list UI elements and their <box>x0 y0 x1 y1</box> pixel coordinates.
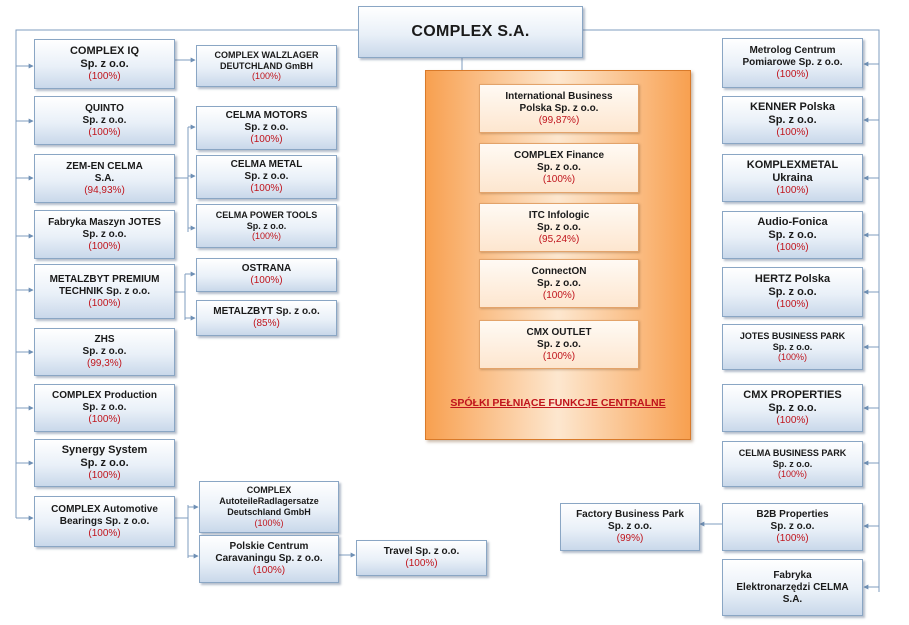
left-company-complex-automotive-bearings: COMPLEX Automotive Bearings Sp. z o.o. (… <box>34 496 175 547</box>
left-company-quinto: QUINTO Sp. z o.o. (100%) <box>34 96 175 145</box>
right-company-komplexmetal-ukraina: KOMPLEXMETAL Ukraina (100%) <box>722 154 863 202</box>
central-company-itc-infologic: ITC Infologic Sp. z o.o. (95,24%) <box>479 203 639 252</box>
right-company-fabryka-elektronarzedzi-celma: Fabryka Elektronarzędzi CELMA S.A. <box>722 559 863 616</box>
left-company-zhs: ZHS Sp. z o.o. (99,3%) <box>34 328 175 376</box>
left-company-complex-iq: COMPLEX IQ Sp. z o.o. (100%) <box>34 39 175 89</box>
root-company: COMPLEX S.A. <box>358 6 583 58</box>
sub-company-celma-power-tools: CELMA POWER TOOLS Sp. z o.o. (100%) <box>196 204 337 248</box>
central-company-international-business: International Business Polska Sp. z o.o.… <box>479 84 639 133</box>
left-company-zem-en-celma: ZEM-EN CELMA S.A. (94,93%) <box>34 154 175 203</box>
left-company-synergy-system: Synergy System Sp. z o.o. (100%) <box>34 439 175 487</box>
central-company-connecton: ConnectON Sp. z o.o. (100%) <box>479 259 639 308</box>
sub-company-polskie-centrum-caravaningu: Polskie Centrum Caravaningu Sp. z o.o. (… <box>199 535 339 583</box>
right-company-cmx-properties: CMX PROPERTIES Sp. z o.o. (100%) <box>722 384 863 432</box>
right-company-jotes-business-park: JOTES BUSINESS PARK Sp. z o.o. (100%) <box>722 324 863 370</box>
right-company-celma-business-park: CELMA BUSINESS PARK Sp. z o.o. (100%) <box>722 441 863 487</box>
central-company-complex-finance: COMPLEX Finance Sp. z o.o. (100%) <box>479 143 639 193</box>
left-company-fabryka-maszyn-jotes: Fabryka Maszyn JOTES Sp. z o.o. (100%) <box>34 210 175 259</box>
root-company-name: COMPLEX S.A. <box>411 23 530 41</box>
sub-company-celma-metal: CELMA METAL Sp. z o.o. (100%) <box>196 155 337 199</box>
left-company-complex-production: COMPLEX Production Sp. z o.o. (100%) <box>34 384 175 432</box>
sub-company-travel: Travel Sp. z o.o. (100%) <box>356 540 487 576</box>
right-company-b2b-properties: B2B Properties Sp. z o.o. (100%) <box>722 503 863 551</box>
sub-company-factory-business-park: Factory Business Park Sp. z o.o. (99%) <box>560 503 700 551</box>
right-company-hertz-polska: HERTZ Polska Sp. z o.o. (100%) <box>722 267 863 317</box>
central-functions-label: SPÓŁKI PEŁNIĄCE FUNKCJE CENTRALNE <box>450 397 666 409</box>
right-company-audio-fonica: Audio-Fonica Sp. z o.o. (100%) <box>722 211 863 259</box>
sub-company-complex-walzlager: COMPLEX WALZLAGER DEUTCHLAND GmBH (100%) <box>196 45 337 87</box>
sub-company-metalzbyt: METALZBYT Sp. z o.o. (85%) <box>196 300 337 336</box>
sub-company-ostrana: OSTRANA (100%) <box>196 258 337 292</box>
sub-company-complex-autoteile: COMPLEX AutoteileRadlagersatze Deutschla… <box>199 481 339 533</box>
right-company-kenner-polska: KENNER Polska Sp. z o.o. (100%) <box>722 96 863 144</box>
central-company-cmx-outlet: CMX OUTLET Sp. z o.o. (100%) <box>479 320 639 369</box>
central-functions-panel: SPÓŁKI PEŁNIĄCE FUNKCJE CENTRALNE <box>425 70 691 440</box>
sub-company-celma-motors: CELMA MOTORS Sp. z o.o. (100%) <box>196 106 337 150</box>
left-company-metalzbyt-premium-technik: METALZBYT PREMIUM TECHNIK Sp. z o.o. (10… <box>34 264 175 319</box>
right-company-metrolog: Metrolog Centrum Pomiarowe Sp. z o.o. (1… <box>722 38 863 88</box>
